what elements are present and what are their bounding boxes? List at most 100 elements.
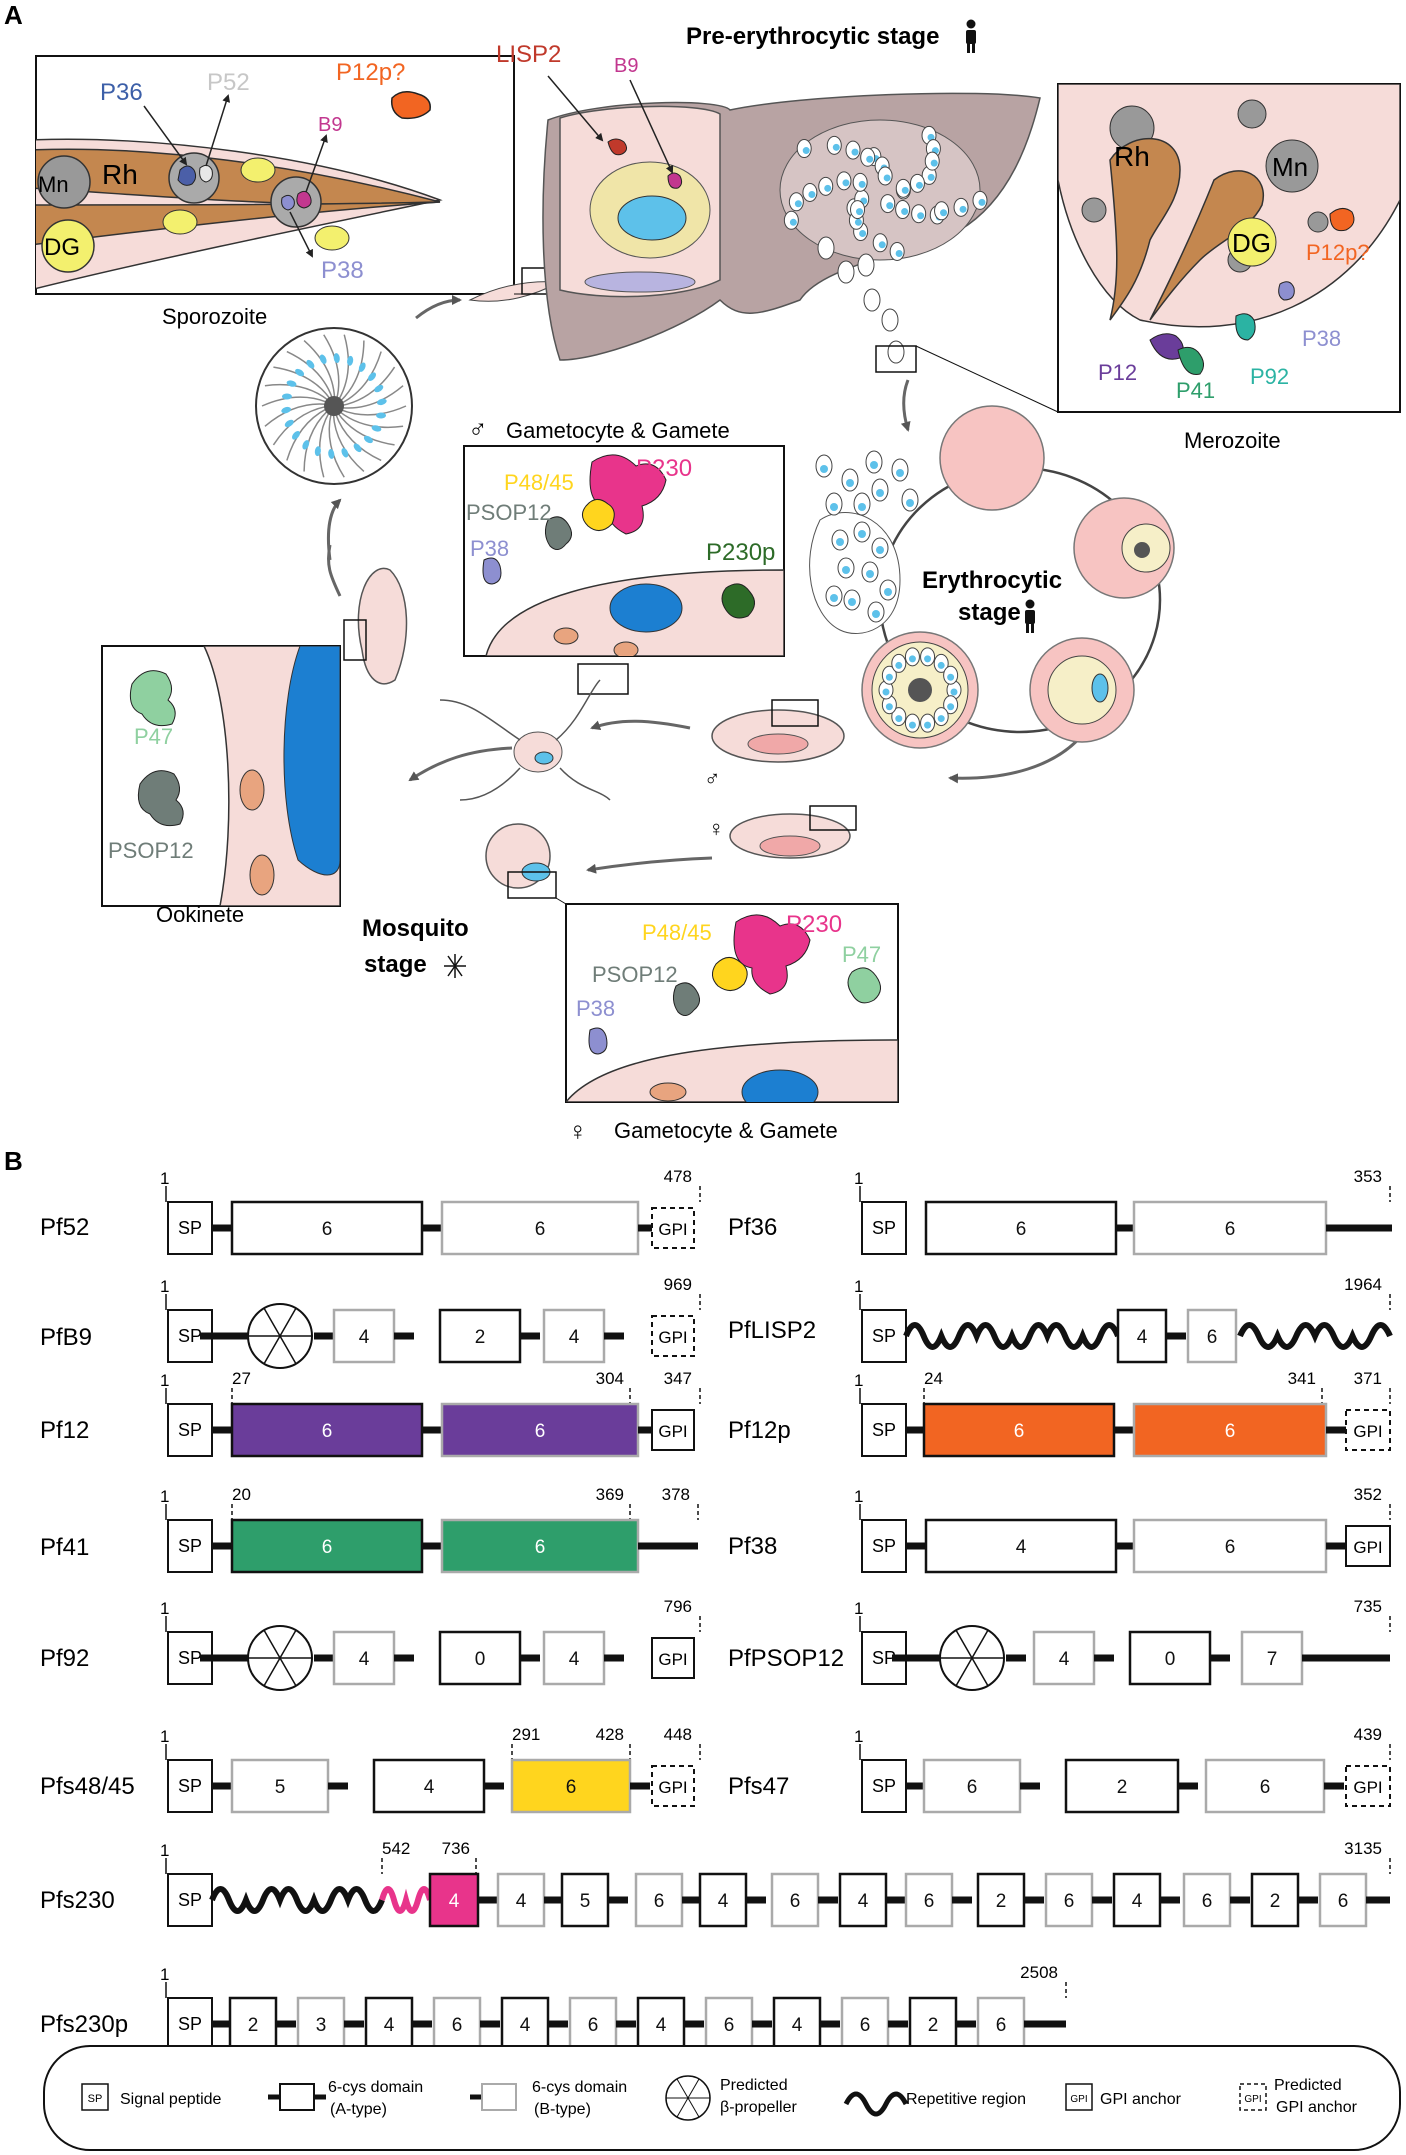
sporozoite-inset: Mn Rh DG P36 P52 B9 P38 P12p? Sporozoite xyxy=(35,55,515,329)
protein-name: Pfs47 xyxy=(728,1773,789,1800)
repetitive-region xyxy=(1237,1322,1393,1350)
6cys-domain-b xyxy=(230,1758,330,1814)
6cys-domain-b xyxy=(496,1872,546,1928)
6cys-domain-b xyxy=(634,1872,684,1928)
legend-sp-glyph: SP xyxy=(88,2093,103,2105)
6cys-domain-b xyxy=(1032,1630,1096,1686)
start-label: 1 xyxy=(160,1727,169,1746)
start-label: 1 xyxy=(160,1371,169,1390)
protein-name: PfPSOP12 xyxy=(728,1645,844,1672)
start-label: 1 xyxy=(854,1727,863,1746)
legend-repetitive-icon xyxy=(843,2091,909,2117)
legend-bp-2: β-propeller xyxy=(720,2099,797,2116)
6cys-domain-a xyxy=(228,1996,278,2052)
female-p4845: P48/45 xyxy=(642,920,712,945)
6cys-domain-a xyxy=(924,1518,1118,1574)
signal-peptide-box xyxy=(861,1309,907,1363)
domain-label: 4 xyxy=(359,1327,370,1348)
legend: SP Signal peptide 6-cys domain (A-type) … xyxy=(43,2045,1401,2151)
protein-name: Pf36 xyxy=(728,1214,777,1241)
6cys-domain-b xyxy=(332,1308,396,1364)
signal-peptide-label: SP xyxy=(178,1648,202,1668)
6cys-domain-b xyxy=(922,1758,1022,1814)
mosquito-title-1: Mosquito xyxy=(362,915,469,942)
mero-rh: Rh xyxy=(1114,141,1150,172)
panel-b-label: B xyxy=(4,1146,23,1176)
6cys-domain-a xyxy=(230,1518,424,1574)
6cys-domain-b xyxy=(1186,1308,1238,1364)
female-psop12: PSOP12 xyxy=(592,962,678,987)
gpi-anchor-box xyxy=(651,1409,695,1451)
ookinete-p47: P47 xyxy=(134,724,173,749)
domain-label: 6 xyxy=(1202,1891,1213,1912)
legend-a-box xyxy=(279,2083,315,2111)
residue-label: 304 xyxy=(596,1369,624,1388)
mero-p38: P38 xyxy=(1302,326,1341,351)
female-p230: P230 xyxy=(786,911,842,938)
6cys-domain-a xyxy=(1116,1308,1168,1364)
domain-label: 4 xyxy=(1059,1649,1070,1670)
protein-name: Pf52 xyxy=(40,1214,89,1241)
6cys-domain-b xyxy=(440,1518,640,1574)
ookinete-caption: Ookinete xyxy=(156,902,244,927)
end-label: 1964 xyxy=(1344,1275,1382,1294)
female-symbol-small: ♀ xyxy=(708,816,725,841)
residue-label: 291 xyxy=(512,1725,540,1744)
human-icon-2 xyxy=(1025,599,1035,633)
legend-bp-1: Predicted xyxy=(720,2077,788,2094)
legend-b-box xyxy=(481,2083,517,2111)
6cys-domain-a xyxy=(438,1308,522,1364)
signal-peptide-box xyxy=(861,1201,907,1255)
gpi-label: GPI xyxy=(658,1220,687,1239)
mosquito-title-2: stage xyxy=(364,951,427,978)
6cys-domain-b xyxy=(1132,1200,1328,1256)
predicted-gpi-box xyxy=(651,1207,695,1249)
legend-signal-peptide: Signal peptide xyxy=(120,2091,222,2108)
domain-label: 6 xyxy=(566,1777,577,1798)
end-label: 439 xyxy=(1354,1725,1382,1744)
domain-label: 4 xyxy=(656,2015,667,2036)
domain-label: 6 xyxy=(322,1421,333,1442)
end-label: 478 xyxy=(664,1167,692,1186)
domain-label: 2 xyxy=(475,1327,486,1348)
domain-label: 5 xyxy=(580,1891,591,1912)
sporo-p52: P52 xyxy=(207,69,250,96)
signal-peptide-box xyxy=(167,1519,213,1573)
start-label: 1 xyxy=(160,1965,169,1984)
sporo-mn: Mn xyxy=(38,172,69,197)
end-label: 3135 xyxy=(1344,1839,1382,1858)
sporo-p36: P36 xyxy=(100,79,143,106)
protein-name: Pf92 xyxy=(40,1645,89,1672)
domain-label: 4 xyxy=(449,1891,460,1912)
domain-label: 0 xyxy=(475,1649,486,1670)
liver-lisp2: LISP2 xyxy=(496,41,561,68)
signal-peptide-box xyxy=(167,1201,213,1255)
male-gametocyte-inset: ♂ Gametocyte & Gamete P48/45 P230 PSOP12… xyxy=(463,414,785,695)
mero-p12: P12 xyxy=(1098,360,1137,385)
legend-gpi-box xyxy=(1065,2083,1093,2111)
signal-peptide-label: SP xyxy=(178,1776,202,1796)
domain-label: 6 xyxy=(996,2015,1007,2036)
6cys-domain-b xyxy=(1240,1630,1304,1686)
repetitive-region xyxy=(379,1886,433,1914)
domain-label: 7 xyxy=(1267,1649,1278,1670)
residue-label: 542 xyxy=(382,1839,410,1858)
protein-name: Pfs48/45 xyxy=(40,1773,135,1800)
gpi-label: GPI xyxy=(658,1328,687,1347)
end-label: 2508 xyxy=(1020,1963,1058,1982)
signal-peptide-box xyxy=(167,1403,213,1457)
repetitive-region xyxy=(209,1886,385,1914)
protein-name: Pf41 xyxy=(40,1534,89,1561)
gpi-label: GPI xyxy=(1353,1538,1382,1557)
domain-label: 4 xyxy=(516,1891,527,1912)
male-p230p: P230p xyxy=(706,539,775,566)
sporozoite-caption: Sporozoite xyxy=(162,304,267,329)
